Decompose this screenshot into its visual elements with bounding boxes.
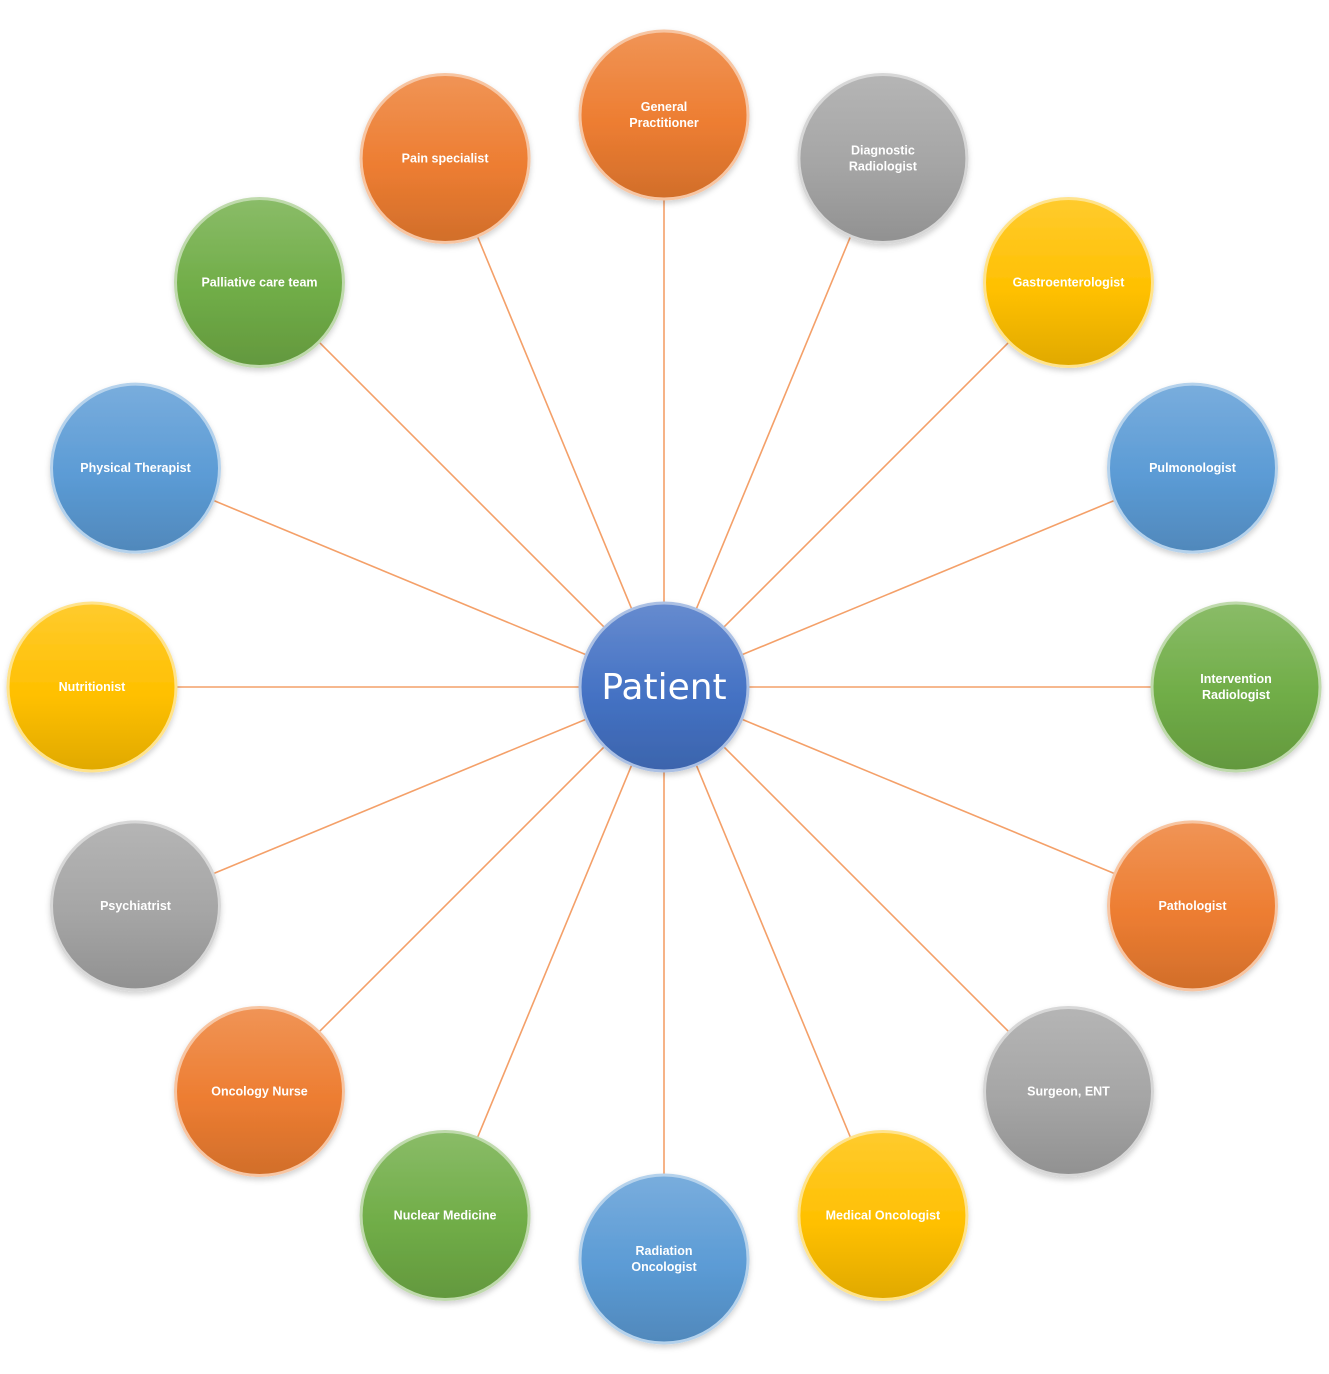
node-circle xyxy=(359,1130,531,1301)
node-label: Palliative care team xyxy=(201,276,317,290)
node-label: Radiation xyxy=(636,1244,693,1258)
specialist-node[interactable]: Physical Therapist xyxy=(50,382,221,554)
connector-line xyxy=(695,764,852,1139)
specialist-node[interactable]: Nutritionist xyxy=(6,601,178,773)
node-circle xyxy=(1107,382,1278,554)
node-label: Oncology Nurse xyxy=(211,1085,308,1099)
connector-line xyxy=(318,745,606,1033)
node-circle xyxy=(174,197,345,368)
specialist-node[interactable]: Medical Oncologist xyxy=(797,1130,969,1301)
node-label: Radiologist xyxy=(1202,688,1271,702)
node-label: Radiologist xyxy=(849,160,918,174)
node-label: Psychiatrist xyxy=(100,899,172,913)
node-label: Gastroenterologist xyxy=(1013,276,1126,290)
specialist-node[interactable]: Pathologist xyxy=(1107,820,1278,992)
node-label: Oncologist xyxy=(631,1260,697,1274)
node-circle xyxy=(50,820,221,992)
node-label: Nuclear Medicine xyxy=(394,1209,497,1223)
center-node: Patient xyxy=(578,601,750,773)
node-circle xyxy=(174,1006,345,1177)
node-label: Intervention xyxy=(1200,672,1272,686)
connector-line xyxy=(212,718,587,875)
connector-lines xyxy=(176,199,1152,1175)
specialist-node[interactable]: Surgeon, ENT xyxy=(983,1006,1154,1177)
connector-line xyxy=(741,499,1116,656)
node-label: Nutritionist xyxy=(59,680,126,694)
node-label: Diagnostic xyxy=(851,144,915,158)
node-circle xyxy=(6,601,178,773)
specialist-node[interactable]: Oncology Nurse xyxy=(174,1006,345,1177)
node-label: Medical Oncologist xyxy=(826,1209,941,1223)
patient-node[interactable]: Patient xyxy=(578,601,750,773)
node-circle xyxy=(983,1006,1154,1177)
node-circle xyxy=(983,197,1154,368)
node-circle xyxy=(797,1130,969,1301)
node-circle xyxy=(1107,820,1278,992)
connector-line xyxy=(722,745,1010,1033)
node-label: Pulmonologist xyxy=(1149,461,1237,475)
connector-line xyxy=(212,499,587,656)
specialist-nodes: GeneralPractitionerDiagnosticRadiologist… xyxy=(6,29,1322,1345)
node-circle xyxy=(50,382,221,554)
specialist-node[interactable]: Palliative care team xyxy=(174,197,345,368)
node-label: Pathologist xyxy=(1158,899,1227,913)
node-circle xyxy=(797,73,969,244)
node-circle xyxy=(578,29,750,201)
node-circle xyxy=(359,73,531,244)
node-label: General xyxy=(641,100,688,114)
specialist-node[interactable]: Psychiatrist xyxy=(50,820,221,992)
node-circle xyxy=(1150,601,1322,773)
connector-line xyxy=(722,341,1010,629)
patient-circle xyxy=(578,601,750,773)
connector-line xyxy=(476,235,633,610)
patient-label: Patient xyxy=(601,667,726,708)
connector-line xyxy=(318,341,606,629)
node-label: Practitioner xyxy=(629,116,699,130)
node-label: Physical Therapist xyxy=(80,461,191,475)
specialist-node[interactable]: Nuclear Medicine xyxy=(359,1130,531,1301)
specialist-node[interactable]: Pain specialist xyxy=(359,73,531,244)
node-label: Surgeon, ENT xyxy=(1027,1085,1110,1099)
specialist-node[interactable]: Gastroenterologist xyxy=(983,197,1154,368)
node-label: Pain specialist xyxy=(402,152,490,166)
connector-line xyxy=(695,235,852,610)
connector-line xyxy=(741,718,1116,875)
specialist-node[interactable]: Pulmonologist xyxy=(1107,382,1278,554)
connector-line xyxy=(476,764,633,1139)
node-circle xyxy=(578,1173,750,1345)
